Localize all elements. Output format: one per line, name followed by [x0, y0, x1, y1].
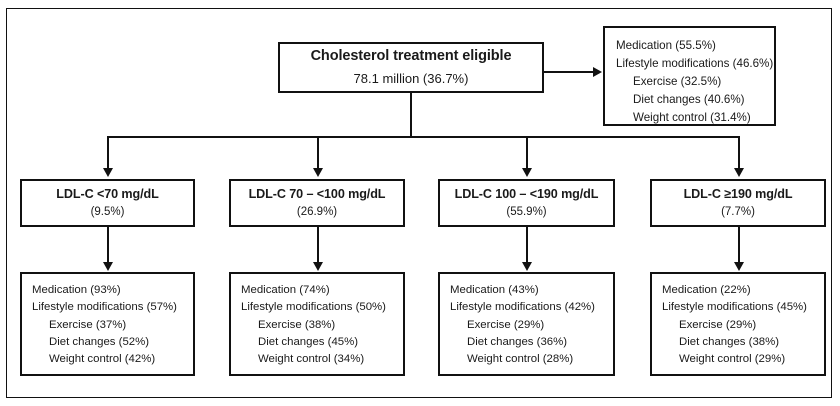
connector-root-to-overall — [544, 71, 594, 73]
node-treatment-branch-2: Medication (74%) Lifestyle modifications… — [229, 272, 405, 376]
treatment-4-weight-control: Weight control (29%) — [679, 353, 786, 366]
connector-bus-to-branch-2 — [317, 136, 319, 170]
connector-branch-2-to-treatment — [317, 227, 319, 265]
branch-2-title: LDL-C 70 – <100 mg/dL — [248, 186, 386, 201]
connector-root-down — [410, 93, 412, 137]
treatment-3-exercise: Exercise (29%) — [467, 318, 545, 331]
treatment-2-list: Medication (74%) Lifestyle modifications… — [231, 274, 403, 369]
arrowhead-treatment-3-icon — [522, 262, 532, 271]
node-treatment-branch-1: Medication (93%) Lifestyle modifications… — [20, 272, 195, 376]
treatment-1-list: Medication (93%) Lifestyle modifications… — [22, 274, 193, 369]
treatment-1-diet-changes: Diet changes (52%) — [49, 335, 150, 348]
arrowhead-branch-1-icon — [103, 168, 113, 177]
overall-treatment-list: Medication (55.5%) Lifestyle modificatio… — [605, 28, 774, 127]
treatment-4-diet-changes: Diet changes (38%) — [679, 335, 780, 348]
node-ldl-branch-1: LDL-C <70 mg/dL (9.5%) — [20, 179, 195, 227]
node-ldl-branch-2: LDL-C 70 – <100 mg/dL (26.9%) — [229, 179, 405, 227]
branch-3-subtitle: (55.9%) — [506, 206, 547, 219]
node-treatment-branch-4: Medication (22%) Lifestyle modifications… — [650, 272, 826, 376]
overall-exercise: Exercise (32.5%) — [633, 74, 722, 88]
root-subtitle: 78.1 million (36.7%) — [353, 71, 469, 86]
overall-weight-control: Weight control (31.4%) — [633, 110, 751, 124]
arrowhead-branch-3-icon — [522, 168, 532, 177]
branch-2-subtitle: (26.9%) — [296, 206, 338, 219]
treatment-2-weight-control: Weight control (34%) — [258, 353, 365, 366]
arrowhead-treatment-4-icon — [734, 262, 744, 271]
branch-1-title: LDL-C <70 mg/dL — [56, 186, 159, 201]
treatment-2-medication: Medication (74%) — [241, 284, 330, 296]
treatment-1-lifestyle: Lifestyle modifications (57%) — [32, 301, 177, 314]
overall-diet-changes: Diet changes (40.6%) — [633, 92, 745, 106]
figure-border — [6, 8, 832, 398]
connector-branch-bus — [107, 136, 740, 138]
treatment-4-lifestyle: Lifestyle modifications (45%) — [662, 301, 807, 314]
root-title: Cholesterol treatment eligible — [310, 48, 512, 65]
branch-4-title: LDL-C ≥190 mg/dL — [683, 186, 793, 201]
connector-branch-4-to-treatment — [738, 227, 740, 265]
overall-lifestyle: Lifestyle modifications (46.6%) — [616, 56, 774, 70]
node-ldl-branch-3: LDL-C 100 – <190 mg/dL (55.9%) — [438, 179, 615, 227]
node-ldl-branch-4: LDL-C ≥190 mg/dL (7.7%) — [650, 179, 826, 227]
arrowhead-treatment-2-icon — [313, 262, 323, 271]
connector-bus-to-branch-3 — [526, 136, 528, 170]
treatment-3-lifestyle: Lifestyle modifications (42%) — [450, 301, 595, 314]
node-overall-treatment: Medication (55.5%) Lifestyle modificatio… — [603, 26, 776, 126]
node-cholesterol-treatment-eligible: Cholesterol treatment eligible 78.1 mill… — [278, 42, 544, 93]
treatment-3-list: Medication (43%) Lifestyle modifications… — [440, 274, 613, 369]
connector-bus-to-branch-4 — [738, 136, 740, 170]
treatment-3-weight-control: Weight control (28%) — [467, 353, 574, 366]
treatment-2-exercise: Exercise (38%) — [258, 318, 336, 331]
treatment-3-medication: Medication (43%) — [450, 284, 539, 296]
connector-branch-1-to-treatment — [107, 227, 109, 265]
treatment-2-lifestyle: Lifestyle modifications (50%) — [241, 301, 386, 314]
connector-bus-to-branch-1 — [107, 136, 109, 170]
node-treatment-branch-3: Medication (43%) Lifestyle modifications… — [438, 272, 615, 376]
arrowhead-branch-2-icon — [313, 168, 323, 177]
treatment-3-diet-changes: Diet changes (36%) — [467, 335, 568, 348]
treatment-4-list: Medication (22%) Lifestyle modifications… — [652, 274, 824, 369]
treatment-1-exercise: Exercise (37%) — [49, 318, 127, 331]
branch-4-subtitle: (7.7%) — [721, 206, 755, 219]
treatment-1-weight-control: Weight control (42%) — [49, 353, 156, 366]
branch-3-title: LDL-C 100 – <190 mg/dL — [454, 186, 599, 201]
connector-branch-3-to-treatment — [526, 227, 528, 265]
treatment-4-exercise: Exercise (29%) — [679, 318, 757, 331]
arrowhead-treatment-1-icon — [103, 262, 113, 271]
treatment-2-diet-changes: Diet changes (45%) — [258, 335, 359, 348]
arrowhead-root-to-overall-icon — [593, 67, 602, 77]
arrowhead-branch-4-icon — [734, 168, 744, 177]
treatment-1-medication: Medication (93%) — [32, 284, 121, 296]
overall-medication: Medication (55.5%) — [616, 39, 716, 52]
branch-1-subtitle: (9.5%) — [90, 206, 125, 219]
treatment-4-medication: Medication (22%) — [662, 284, 751, 296]
